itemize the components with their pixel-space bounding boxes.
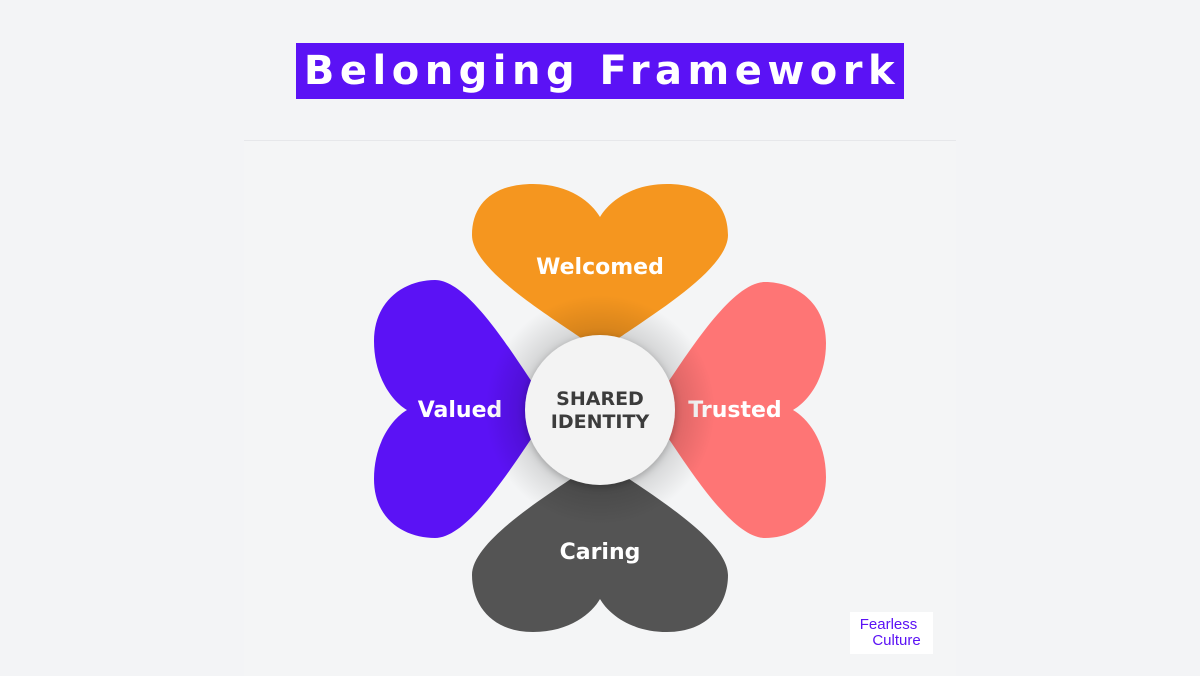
fearless-culture-logo: Fearless Culture bbox=[850, 612, 933, 654]
petal-welcomed: Welcomed bbox=[472, 184, 728, 352]
title-wrap: Belonging Framework bbox=[0, 43, 1200, 99]
petal-caring: Caring bbox=[472, 458, 728, 632]
petal-welcomed-label: Welcomed bbox=[536, 255, 664, 280]
petal-valued-shape bbox=[374, 280, 552, 538]
page-title: Belonging Framework bbox=[295, 43, 905, 99]
center-label-line2: IDENTITY bbox=[551, 411, 650, 433]
logo-line1: Fearless bbox=[859, 616, 918, 633]
petal-trusted-shape bbox=[648, 282, 826, 538]
petal-caring-shape bbox=[472, 458, 728, 632]
petal-caring-label: Caring bbox=[560, 540, 641, 565]
center-node: SHARED IDENTITY bbox=[525, 335, 675, 485]
center-label-line1: SHARED bbox=[556, 388, 644, 410]
center-circle bbox=[525, 335, 675, 485]
logo-line2: Culture bbox=[872, 632, 921, 649]
petal-welcomed-shape bbox=[472, 184, 728, 352]
